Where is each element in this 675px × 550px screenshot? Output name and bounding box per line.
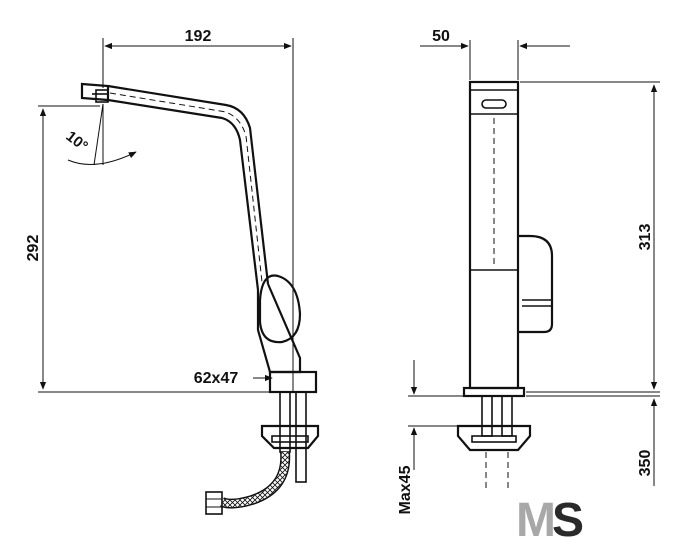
dimension-total-height-label: 313 xyxy=(637,224,654,251)
dimension-max-thickness-label: Max45 xyxy=(397,465,414,514)
dimension-max-thickness: Max45 xyxy=(397,360,470,514)
dimension-base-label: 62x47 xyxy=(194,370,239,387)
dimension-base: 62x47 xyxy=(194,370,273,387)
front-view: 50 313 xyxy=(397,28,660,514)
flexible-hose xyxy=(205,451,291,515)
logo-letter-m: M xyxy=(516,494,556,547)
mounting-rod-side xyxy=(260,391,320,483)
dimension-spout-angle-label: 10° xyxy=(63,128,91,155)
dimension-height: 292 xyxy=(25,105,270,393)
dimension-hose-length-label: 350 xyxy=(637,450,654,477)
dimension-depth: 50 xyxy=(420,28,570,80)
dimension-height-label: 292 xyxy=(25,235,42,262)
dimension-depth-label: 50 xyxy=(432,28,450,45)
dimension-hose-length: 350 xyxy=(526,395,660,486)
mounting-rod-front xyxy=(456,395,532,490)
dimension-width: 192 xyxy=(102,28,294,392)
faucet-front-body xyxy=(462,80,554,398)
faucet-side-body xyxy=(80,82,318,394)
dimension-width-label: 192 xyxy=(185,28,212,45)
logo-letter-s: S xyxy=(552,494,584,547)
brand-logo: M S xyxy=(516,494,584,547)
side-view: 192 292 10° xyxy=(25,28,320,515)
dimension-total-height: 313 xyxy=(520,81,660,393)
dimension-spout-angle: 10° xyxy=(63,103,137,166)
